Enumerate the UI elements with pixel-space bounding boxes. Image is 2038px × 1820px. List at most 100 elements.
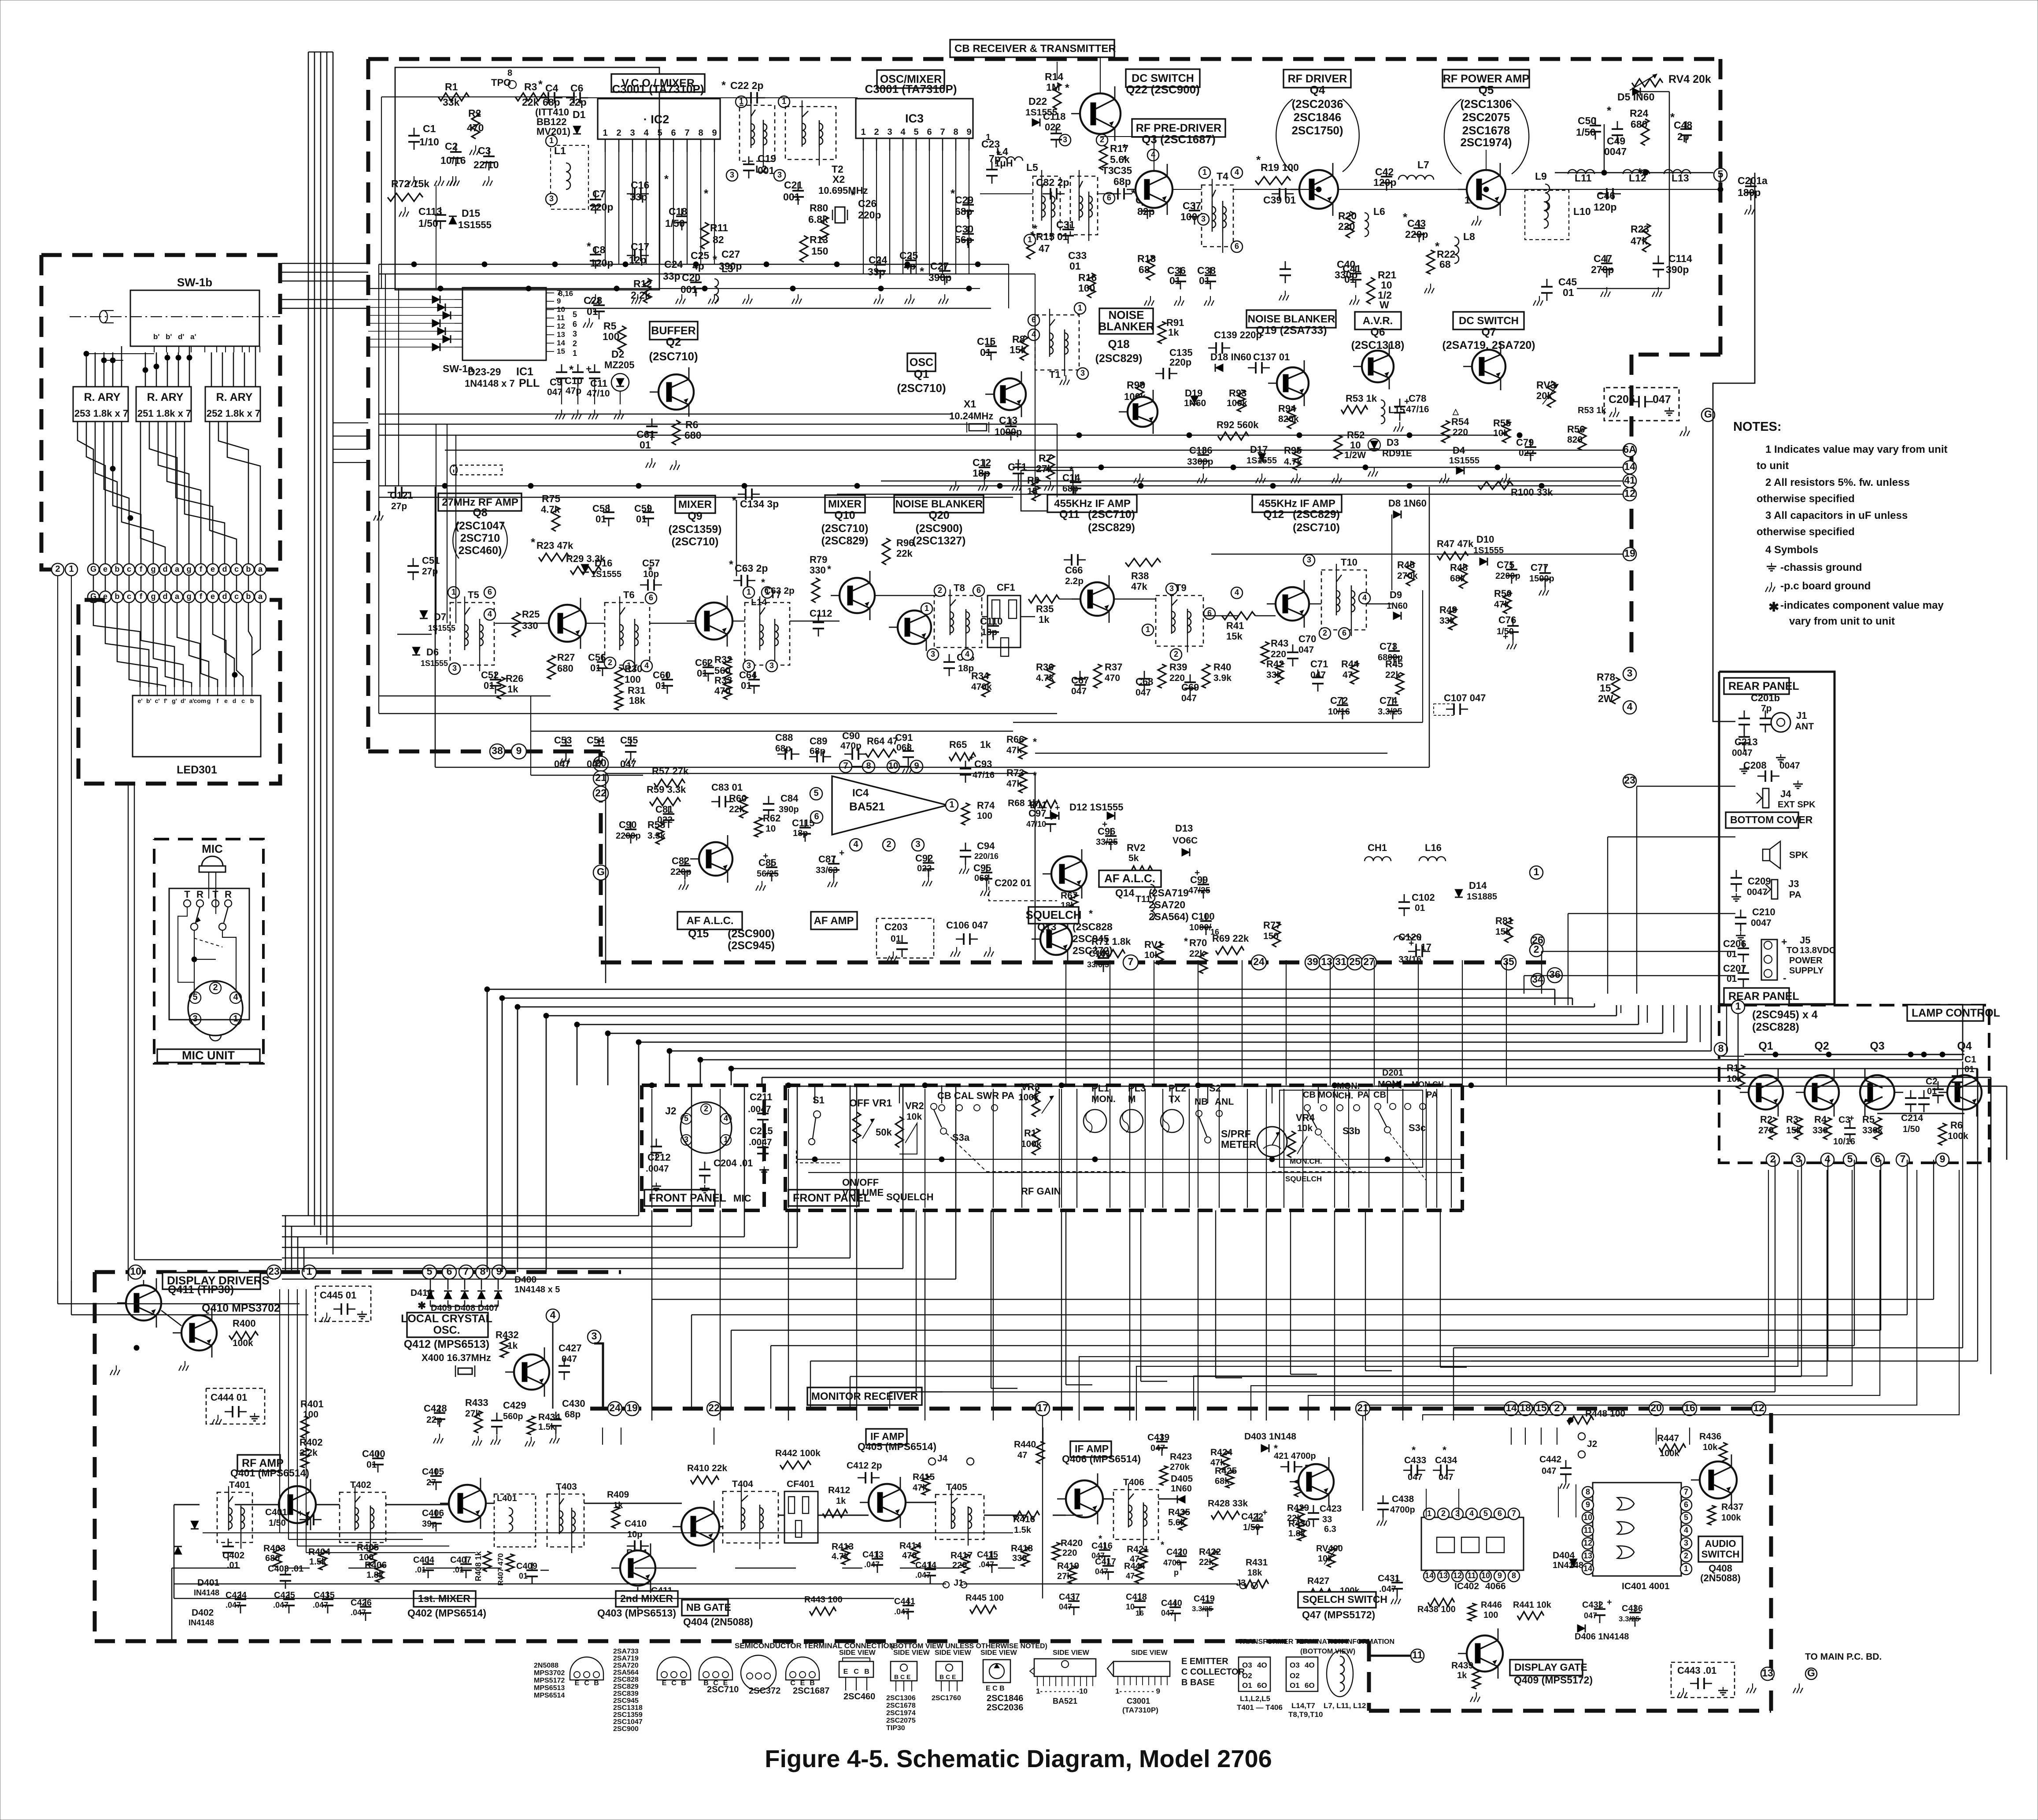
svg-text:C444 01: C444 01 <box>211 1392 247 1403</box>
svg-text:2: 2 <box>704 1104 708 1113</box>
svg-text:*: * <box>851 189 856 202</box>
svg-text:22: 22 <box>708 1402 720 1413</box>
svg-text:Q403 (MPS6513): Q403 (MPS6513) <box>597 1607 676 1619</box>
svg-text:a: a <box>258 565 263 573</box>
svg-text:3: 3 <box>630 128 635 138</box>
svg-text:2: 2 <box>1323 629 1327 637</box>
svg-text:47: 47 <box>1039 243 1050 254</box>
svg-text:1/50: 1/50 <box>1497 627 1514 636</box>
svg-text:MIXER: MIXER <box>828 498 862 510</box>
svg-text:4: 4 <box>965 650 969 658</box>
svg-text:3: 3 <box>777 170 782 179</box>
svg-text:C29: C29 <box>955 194 973 206</box>
svg-text:Q402 (MPS6514): Q402 (MPS6514) <box>407 1607 486 1619</box>
svg-text:C53: C53 <box>554 735 572 746</box>
svg-text:R60: R60 <box>729 793 747 804</box>
svg-text:R80: R80 <box>810 202 828 214</box>
svg-text:MIC UNIT: MIC UNIT <box>182 1049 235 1062</box>
svg-text:+: + <box>1055 803 1060 813</box>
svg-text:7: 7 <box>1900 1153 1906 1165</box>
svg-text:2SC1974: 2SC1974 <box>886 1709 916 1717</box>
svg-text:*: * <box>648 564 652 576</box>
svg-text:10: 10 <box>1126 1602 1135 1611</box>
svg-text:253 1.8k x 7: 253 1.8k x 7 <box>74 408 128 419</box>
svg-text:J3: J3 <box>1788 878 1799 889</box>
svg-text:+: + <box>1195 868 1200 878</box>
svg-text:AF A.L.C.: AF A.L.C. <box>1104 872 1155 885</box>
svg-text:FRONT PANEL: FRONT PANEL <box>793 1192 870 1204</box>
svg-text:C107 047: C107 047 <box>1444 692 1486 703</box>
svg-text:d: d <box>222 592 227 601</box>
svg-text:24: 24 <box>1253 956 1265 967</box>
svg-text:T: T <box>212 889 218 900</box>
svg-text:1S1555: 1S1555 <box>1449 456 1479 466</box>
svg-text:2SC1846: 2SC1846 <box>1294 111 1341 124</box>
svg-text:TO MAIN P.C. BD.: TO MAIN P.C. BD. <box>1805 1652 1882 1662</box>
svg-text:C207: C207 <box>1723 963 1746 974</box>
svg-text:AUDIO: AUDIO <box>1705 1538 1736 1549</box>
svg-text:C203: C203 <box>884 921 908 932</box>
svg-text:B C E: B C E <box>939 1673 956 1680</box>
svg-text:5: 5 <box>1483 1509 1488 1518</box>
svg-text:2: 2 <box>213 983 218 992</box>
svg-text:*: * <box>587 240 591 253</box>
svg-text:RV1: RV1 <box>1144 939 1163 950</box>
svg-text:01: 01 <box>640 439 651 451</box>
svg-text:g: g <box>151 592 156 601</box>
svg-text:100: 100 <box>625 674 641 685</box>
svg-text:R17: R17 <box>1110 143 1128 154</box>
svg-text:2SC372): 2SC372) <box>1073 945 1113 956</box>
svg-text:SIDE VIEW: SIDE VIEW <box>1053 1649 1090 1657</box>
svg-text:SIDE VIEW: SIDE VIEW <box>893 1649 930 1657</box>
svg-text:1: 1 <box>782 97 786 106</box>
svg-text:C430: C430 <box>562 1398 585 1409</box>
svg-text:10k: 10k <box>1703 1443 1718 1452</box>
svg-text:C442: C442 <box>1539 1454 1561 1465</box>
svg-text:(2SC829): (2SC829) <box>1095 352 1143 365</box>
svg-text:1/2: 1/2 <box>1378 289 1392 301</box>
svg-text:b': b' <box>153 333 159 341</box>
svg-text:b: b <box>115 592 120 601</box>
svg-text:C66: C66 <box>1065 565 1083 576</box>
svg-text:24: 24 <box>609 1402 621 1413</box>
svg-text:6: 6 <box>1032 315 1036 324</box>
svg-text:10.24MHz: 10.24MHz <box>949 411 993 422</box>
svg-text:100k: 100k <box>1948 1131 1968 1141</box>
svg-text:10/16: 10/16 <box>1833 1137 1855 1147</box>
svg-text:R433: R433 <box>465 1397 488 1408</box>
svg-text:D15: D15 <box>462 207 480 219</box>
svg-text:R24: R24 <box>1630 107 1648 119</box>
svg-text:3: 3 <box>747 661 751 670</box>
svg-text:D6: D6 <box>426 647 439 658</box>
svg-text:1: 1 <box>627 661 631 670</box>
svg-text:IC3: IC3 <box>905 112 924 125</box>
svg-text:C412 2p: C412 2p <box>847 1461 882 1471</box>
svg-text:10: 10 <box>766 824 776 834</box>
svg-text:2SC1047: 2SC1047 <box>613 1718 643 1726</box>
svg-text:RF GAIN: RF GAIN <box>1021 1186 1061 1197</box>
svg-text:J4: J4 <box>1780 788 1791 799</box>
svg-text:2SC1846: 2SC1846 <box>987 1694 1023 1703</box>
svg-text:(2SC900): (2SC900) <box>916 522 963 535</box>
svg-text:17: 17 <box>1037 1402 1048 1413</box>
svg-text:O1: O1 <box>1290 1681 1300 1690</box>
svg-text:3: 3 <box>549 194 554 203</box>
svg-text:13: 13 <box>557 330 565 339</box>
svg-text:g': g' <box>172 697 177 704</box>
svg-text:C COLLECTOR: C COLLECTOR <box>1181 1667 1245 1677</box>
svg-text:CB CAL SWR PA: CB CAL SWR PA <box>937 1090 1014 1101</box>
svg-text:2: 2 <box>1554 1402 1560 1413</box>
svg-text:*: * <box>996 148 1001 161</box>
svg-text:R. ARY: R. ARY <box>216 391 253 403</box>
svg-text:C94: C94 <box>977 840 995 851</box>
svg-text:C102: C102 <box>1412 892 1435 903</box>
svg-text:4: 4 <box>1151 150 1155 159</box>
svg-text:R72 15k: R72 15k <box>391 178 429 189</box>
svg-text:330: 330 <box>1812 1125 1828 1136</box>
svg-text:10: 10 <box>888 761 898 771</box>
svg-text:L9: L9 <box>1535 170 1547 182</box>
svg-text:120p: 120p <box>1594 201 1616 213</box>
svg-text:01: 01 <box>366 1460 377 1470</box>
svg-text:C15: C15 <box>977 336 995 347</box>
svg-text:2SC460: 2SC460 <box>843 1692 875 1702</box>
